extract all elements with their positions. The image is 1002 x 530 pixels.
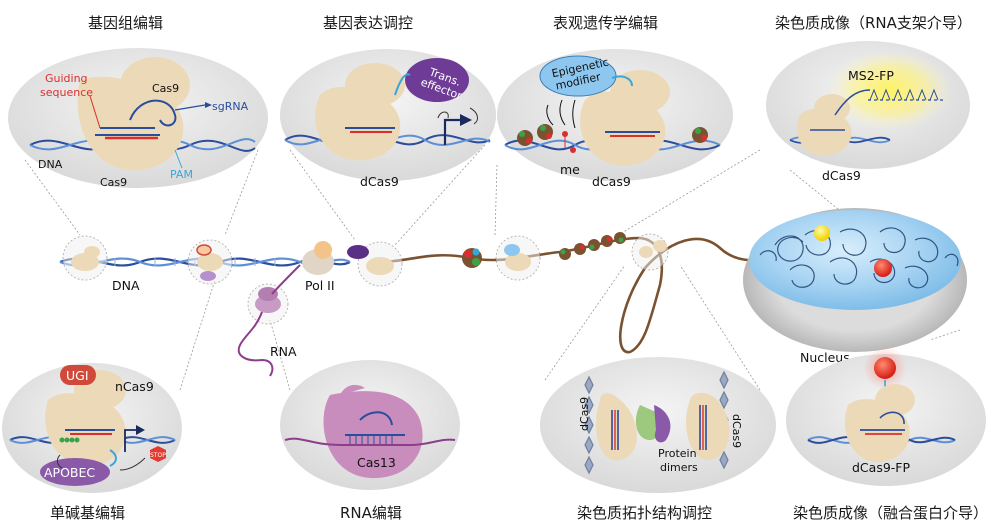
nucleus-label: Nucleus [800, 350, 850, 365]
main-strand-mini-proteins [71, 240, 667, 313]
inset-rna-editing: Cas13 [280, 360, 460, 490]
protein-line2: dimers [660, 461, 698, 474]
guiding-line2: sequence [40, 86, 93, 99]
sgrna-label: sgRNA [212, 100, 249, 113]
title-gene-regulation: 基因表达调控 [323, 14, 413, 32]
title-base-editing: 单碱基编辑 [50, 504, 125, 522]
guiding-line1: Guiding [45, 72, 88, 85]
title-chromatin-topology: 染色质拓扑结构调控 [577, 504, 712, 522]
title-imaging-rna: 染色质成像（RNA支架介导） [775, 14, 972, 32]
inset-chromatin-topology: dCas9 dCas9 Protein dimers [540, 357, 776, 493]
inset-gene-regulation: Trans. effector dCas9 [280, 49, 496, 189]
chromatin-fiber [379, 236, 771, 354]
apobec-label: APOBEC [44, 465, 95, 480]
title-genome-editing: 基因组编辑 [88, 14, 163, 32]
cas13-label: Cas13 [357, 455, 396, 470]
nucleosomes [462, 232, 626, 268]
rna-strand-main-tail [271, 264, 301, 295]
pam-label: PAM [170, 168, 193, 181]
dcas9-img-label: dCas9 [822, 168, 861, 183]
pol2-label: Pol II [305, 278, 335, 293]
rna-main-label: RNA [270, 344, 297, 359]
title-epigenetic-editing: 表观遗传学编辑 [553, 14, 658, 32]
rna-strand [237, 311, 274, 377]
ugi-label: UGI [66, 368, 89, 383]
inset-base-editing: UGI nCas9 APOBEC STOP [2, 363, 182, 493]
cas9-bottom-label: Cas9 [100, 176, 127, 189]
dcas9fp-label: dCas9-FP [852, 460, 910, 475]
title-rna-editing: RNA编辑 [340, 504, 402, 522]
stop-label: STOP [150, 452, 166, 459]
me-label: me [560, 162, 580, 177]
dna-inset-label: DNA [38, 158, 63, 171]
ncas9-label: nCas9 [115, 379, 154, 394]
epi-nucleosomes [517, 124, 708, 146]
inset-epigenetic-editing: Epigenetic modifier me dCas9 [497, 49, 733, 189]
title-imaging-fp: 染色质成像（融合蛋白介导） [793, 504, 988, 522]
inset-imaging-fusion-protein: dCas9-FP [786, 346, 986, 486]
protein-line1: Protein [658, 447, 697, 460]
ms2fp-label: MS2-FP [848, 68, 894, 83]
nucleus [743, 208, 967, 352]
cas9-top-label: Cas9 [152, 82, 179, 95]
dcas9-right-label: dCas9 [730, 414, 743, 448]
dna-main-label: DNA [112, 278, 140, 293]
inset-genome-editing: Guiding sequence Cas9 sgRNA DNA Cas9 PAM [8, 48, 268, 189]
dcas9-reg-label: dCas9 [360, 174, 399, 189]
inset-imaging-rna-scaffold: MS2-FP dCas9 [766, 41, 970, 183]
dcas9-left-label: dCas9 [578, 397, 591, 431]
dcas9-epi-label: dCas9 [592, 174, 631, 189]
